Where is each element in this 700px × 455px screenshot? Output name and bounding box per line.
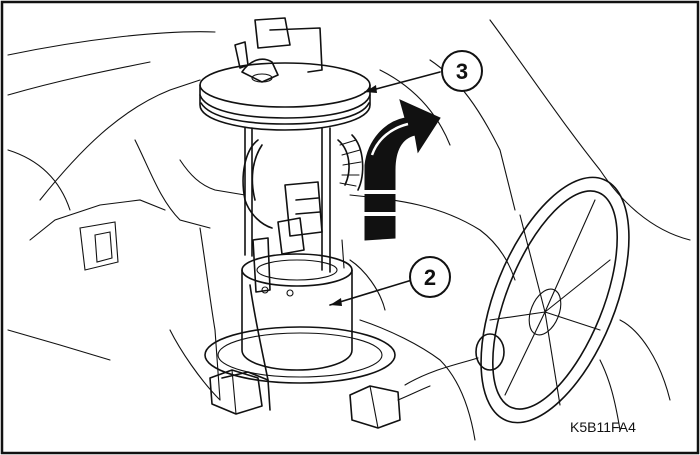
- fuel-pump-module: [199, 17, 371, 381]
- callout-2-label: 2: [424, 265, 436, 290]
- electrical-connector-right: [349, 385, 431, 429]
- callout-3: 3: [441, 50, 483, 92]
- callout-3-label: 3: [456, 59, 468, 84]
- lock-ring: [404, 176, 630, 424]
- removal-direction-arrow: [362, 99, 441, 241]
- electrical-connector-left: [209, 369, 271, 415]
- leader-lines: [329, 71, 441, 306]
- lock-ring-grommet: [475, 333, 505, 371]
- callout-2: 2: [409, 256, 451, 298]
- vehicle-body-background: [7, 19, 691, 441]
- figure-code: K5B11FA4: [570, 419, 636, 435]
